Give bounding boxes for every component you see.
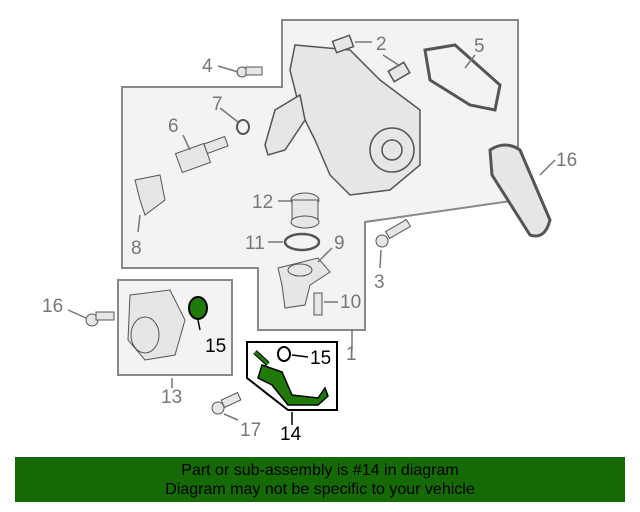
bolt-part-16a[interactable]: [85, 311, 115, 327]
callout-7: 7: [212, 94, 223, 115]
clip-part-8[interactable]: [134, 174, 166, 216]
notice-banner: Part or sub-assembly is #14 in diagram D…: [15, 457, 625, 502]
sensor-part-6[interactable]: [174, 135, 229, 174]
gasket-part-5[interactable]: [423, 43, 502, 112]
thermostat-part-12[interactable]: [290, 192, 320, 229]
callout-17: 16: [556, 150, 577, 171]
o-ring-part-11[interactable]: [283, 232, 321, 252]
callout-1: 1: [346, 344, 357, 365]
callout-6: 6: [168, 116, 179, 137]
bolt-part-16b[interactable]: [211, 391, 242, 415]
bolt-part-3[interactable]: [375, 218, 412, 248]
callout-12: 12: [252, 192, 273, 213]
o-ring-part-7[interactable]: [236, 119, 250, 135]
callout-16a: 16: [42, 296, 63, 317]
callout-15a: 15: [205, 336, 226, 357]
seal-part-15[interactable]: [188, 296, 208, 320]
subassembly-box-14[interactable]: [246, 341, 338, 411]
callout-15b: 15: [310, 348, 331, 369]
water-pump-part[interactable]: [264, 34, 421, 196]
callout-14: 14: [280, 424, 302, 445]
callout-16b: 17: [240, 420, 261, 441]
assembly-outline-1: [121, 19, 519, 331]
callout-5: 5: [474, 36, 485, 57]
callout-3: 3: [374, 272, 385, 293]
leader-lines: [67, 41, 556, 421]
callout-10: 10: [340, 292, 361, 313]
banner-line-2: Diagram may not be specific to your vehi…: [165, 481, 475, 498]
bolt-part-10[interactable]: [313, 292, 323, 316]
coolant-pipe-part-14[interactable]: [253, 350, 329, 406]
flange-part-13[interactable]: [127, 289, 186, 361]
callout-13: 13: [161, 387, 182, 408]
o-ring-part-15b[interactable]: [277, 346, 291, 362]
leader-lines-highlight: [197, 319, 309, 425]
callout-8: 8: [131, 238, 142, 259]
belt-part-17[interactable]: [488, 143, 552, 238]
callout-2: 2: [376, 34, 387, 55]
callout-11: 11: [245, 233, 265, 254]
callout-4: 4: [202, 56, 213, 77]
callout-9: 9: [334, 233, 345, 254]
banner-line-1: Part or sub-assembly is #14 in diagram: [181, 462, 459, 479]
bolt-part-4[interactable]: [236, 66, 263, 78]
